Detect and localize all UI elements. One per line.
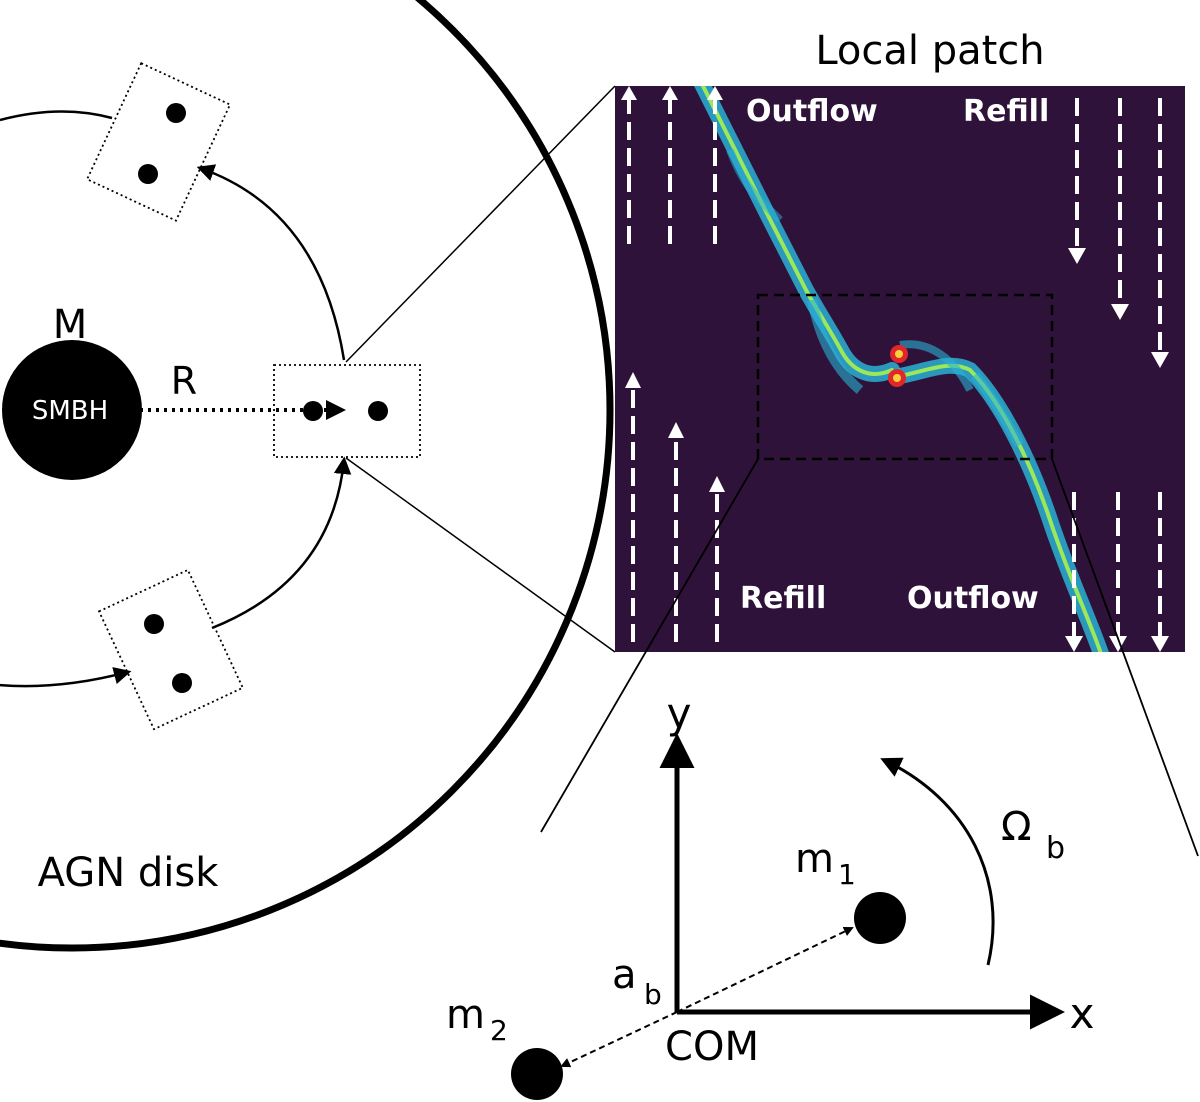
flow-arrows-upper-right	[1075, 98, 1162, 354]
ab-label: a	[612, 952, 637, 998]
binary-star-b	[368, 401, 388, 421]
zoom-line-bottom	[345, 457, 616, 653]
mass-1	[854, 892, 906, 944]
refill-label-bottom: Refill	[740, 581, 826, 616]
separation-vector-m2	[560, 1011, 678, 1068]
patch-title: Local patch	[815, 28, 1044, 74]
zoom-line-top	[345, 85, 616, 363]
m1-subscript: 1	[838, 858, 856, 891]
zoom-line-binary-right	[1051, 458, 1199, 857]
smbh-disk	[2, 340, 142, 480]
binary-box-right	[273, 364, 421, 458]
y-axis-label: y	[667, 689, 692, 738]
outflow-label-top: Outflow	[746, 94, 878, 129]
rotation-arrow	[880, 757, 995, 966]
mass-2	[511, 1048, 563, 1100]
zoom-box	[756, 293, 1054, 461]
flow-arrows-lower-left	[631, 386, 719, 642]
local-patch-panel: Outflow Refill Refill Outflow	[615, 86, 1185, 652]
com-label: COM	[665, 1024, 759, 1070]
mass-label: M	[53, 302, 88, 348]
m2-subscript: 2	[490, 1014, 508, 1047]
omega-subscript: b	[1046, 831, 1065, 866]
radius-label: R	[171, 359, 197, 403]
zoom-line-binary-left	[540, 458, 759, 833]
agn-disk-outer-ring	[0, 0, 614, 952]
orbit-arc-upper-right	[196, 164, 346, 361]
smbh-label: SMBH	[32, 396, 108, 426]
outflow-label-bottom: Outflow	[907, 581, 1039, 616]
binary-star-bottom-a	[144, 614, 164, 634]
orbit-arc-lower-right	[211, 456, 352, 630]
agn-disk-panel: SMBH M R AGN disk	[0, 0, 614, 952]
m2-label: m	[446, 992, 485, 1038]
orbit-arc-top-left	[0, 110, 113, 122]
binary-star-a	[303, 401, 323, 421]
refill-label-top: Refill	[963, 94, 1049, 129]
binary-star-top-b	[138, 164, 158, 184]
orbit-arc-lower-left	[0, 667, 132, 688]
agn-disk-label: AGN disk	[38, 850, 220, 896]
binary-box-top	[85, 61, 232, 222]
binary-star-top-a	[166, 103, 186, 123]
ab-subscript: b	[644, 978, 662, 1011]
binary-frame-panel: y x COM m 1 m 2 a b Ω b	[446, 689, 1094, 1100]
m1-label: m	[795, 836, 834, 882]
binary-star-bottom-b	[172, 673, 192, 693]
binary-box-bottom	[97, 568, 244, 731]
separation-vector-m1	[676, 926, 854, 1013]
x-axis-label: x	[1070, 989, 1095, 1038]
omega-label: Ω	[1001, 804, 1032, 850]
